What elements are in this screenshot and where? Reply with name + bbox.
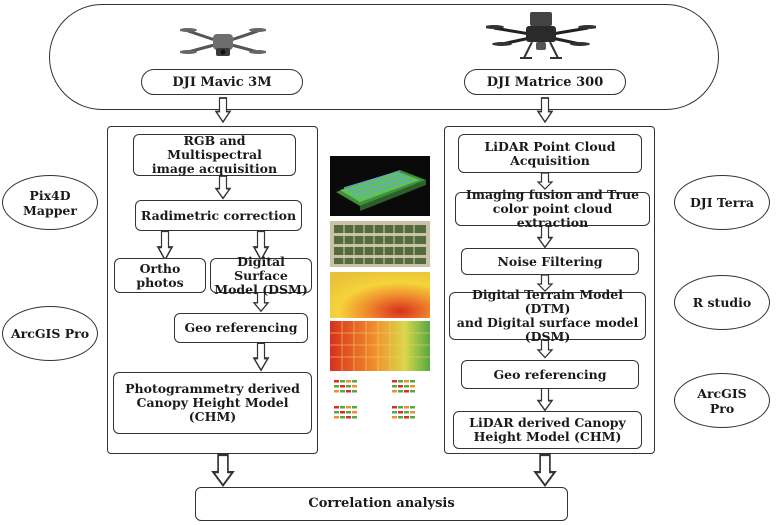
- drone-label-matrice: DJI Matrice 300: [464, 69, 626, 95]
- arrow-mavic-to-frame: [215, 97, 231, 123]
- r-studio-text: R studio: [692, 295, 752, 310]
- noise-filtering-text: Noise Filtering: [497, 253, 603, 269]
- photogrammetry-chm-text: Photogrammetry derived Canopy Height Mod…: [125, 381, 300, 424]
- quadcopter-drone-icon: [179, 22, 267, 62]
- photogrammetry-frame: [107, 126, 318, 454]
- dtm-dsm-box: Digital Terrain Model (DTM) and Digital …: [449, 288, 646, 344]
- lidar-chm-text: LiDAR derived Canopy Height Model (CHM): [469, 415, 626, 444]
- arcgis-pro-right-text: ArcGIS Pro: [697, 385, 747, 416]
- arcgis-pro-right-oval: ArcGIS Pro: [674, 373, 770, 428]
- imaging-fusion-text: Imaging fusion and True color point clou…: [465, 187, 640, 230]
- radiometric-correction-text: Radimetric correction: [140, 207, 297, 223]
- hexacopter-drone-icon: [484, 8, 598, 64]
- lidar-chm-box: LiDAR derived Canopy Height Model (CHM): [453, 411, 642, 449]
- dji-terra-text: DJI Terra: [689, 195, 755, 210]
- rgb-multispectral-acquisition-box: RGB and Multispectral image acquisition: [133, 134, 296, 176]
- pix4d-mapper-oval: Pix4D Mapper: [2, 175, 98, 230]
- drone-label-matrice-text: DJI Matrice 300: [486, 74, 604, 90]
- arcgis-pro-left-oval: ArcGIS Pro: [2, 306, 98, 361]
- geo-referencing-left-box: Geo referencing: [174, 313, 308, 343]
- drone-label-mavic-text: DJI Mavic 3M: [172, 74, 272, 90]
- arrow-left-frame-to-correlation: [212, 453, 234, 487]
- noise-filtering-box: Noise Filtering: [461, 248, 639, 275]
- geo-referencing-left-text: Geo referencing: [184, 320, 298, 335]
- dji-terra-oval: DJI Terra: [674, 175, 770, 230]
- correlation-analysis-box: Correlation analysis: [195, 487, 568, 521]
- drone-platform-container: [49, 4, 719, 110]
- radiometric-correction-box: Radimetric correction: [135, 200, 302, 231]
- lidar-acquisition-text: LiDAR Point Cloud Acquisition: [484, 138, 616, 168]
- chm-heatmap-image: [330, 321, 430, 371]
- r-studio-oval: R studio: [674, 275, 770, 330]
- arrow-georef-to-chm-lidar: [537, 387, 553, 412]
- dsm-text: Digital Surface Model (DSM): [214, 253, 308, 297]
- arrow-radiometric-to-ortho: [156, 229, 174, 261]
- photogrammetry-chm-box: Photogrammetry derived Canopy Height Mod…: [113, 372, 312, 434]
- orthomosaic-image: [330, 221, 430, 267]
- arcgis-pro-left-text: ArcGIS Pro: [10, 326, 90, 341]
- arrow-rgb-to-radiometric: [215, 175, 231, 200]
- dsm-box: Digital Surface Model (DSM): [210, 254, 312, 296]
- drone-label-mavic: DJI Mavic 3M: [141, 69, 303, 95]
- imaging-fusion-box: Imaging fusion and True color point clou…: [455, 188, 650, 230]
- ortho-photos-box: Ortho photos: [114, 258, 206, 293]
- geo-referencing-right-box: Geo referencing: [461, 360, 639, 389]
- rgb-multispectral-acquisition-text: RGB and Multispectral image acquisition: [151, 133, 278, 176]
- point-cloud-image: [330, 156, 430, 216]
- plot-grid-image: [330, 376, 430, 426]
- correlation-analysis-text: Correlation analysis: [308, 496, 455, 511]
- dtm-dsm-text: Digital Terrain Model (DTM) and Digital …: [456, 287, 639, 344]
- lidar-acquisition-box: LiDAR Point Cloud Acquisition: [458, 134, 642, 173]
- ortho-photos-text: Ortho photos: [136, 260, 184, 290]
- arrow-right-frame-to-correlation: [534, 453, 556, 487]
- lidar-frame: [444, 126, 655, 454]
- pix4d-mapper-text: Pix4D Mapper: [23, 187, 77, 218]
- arrow-georef-to-chm: [252, 341, 270, 372]
- dsm-heatmap-image: [330, 272, 430, 318]
- geo-referencing-right-text: Geo referencing: [493, 366, 607, 382]
- arrow-matrice-to-frame: [537, 97, 553, 123]
